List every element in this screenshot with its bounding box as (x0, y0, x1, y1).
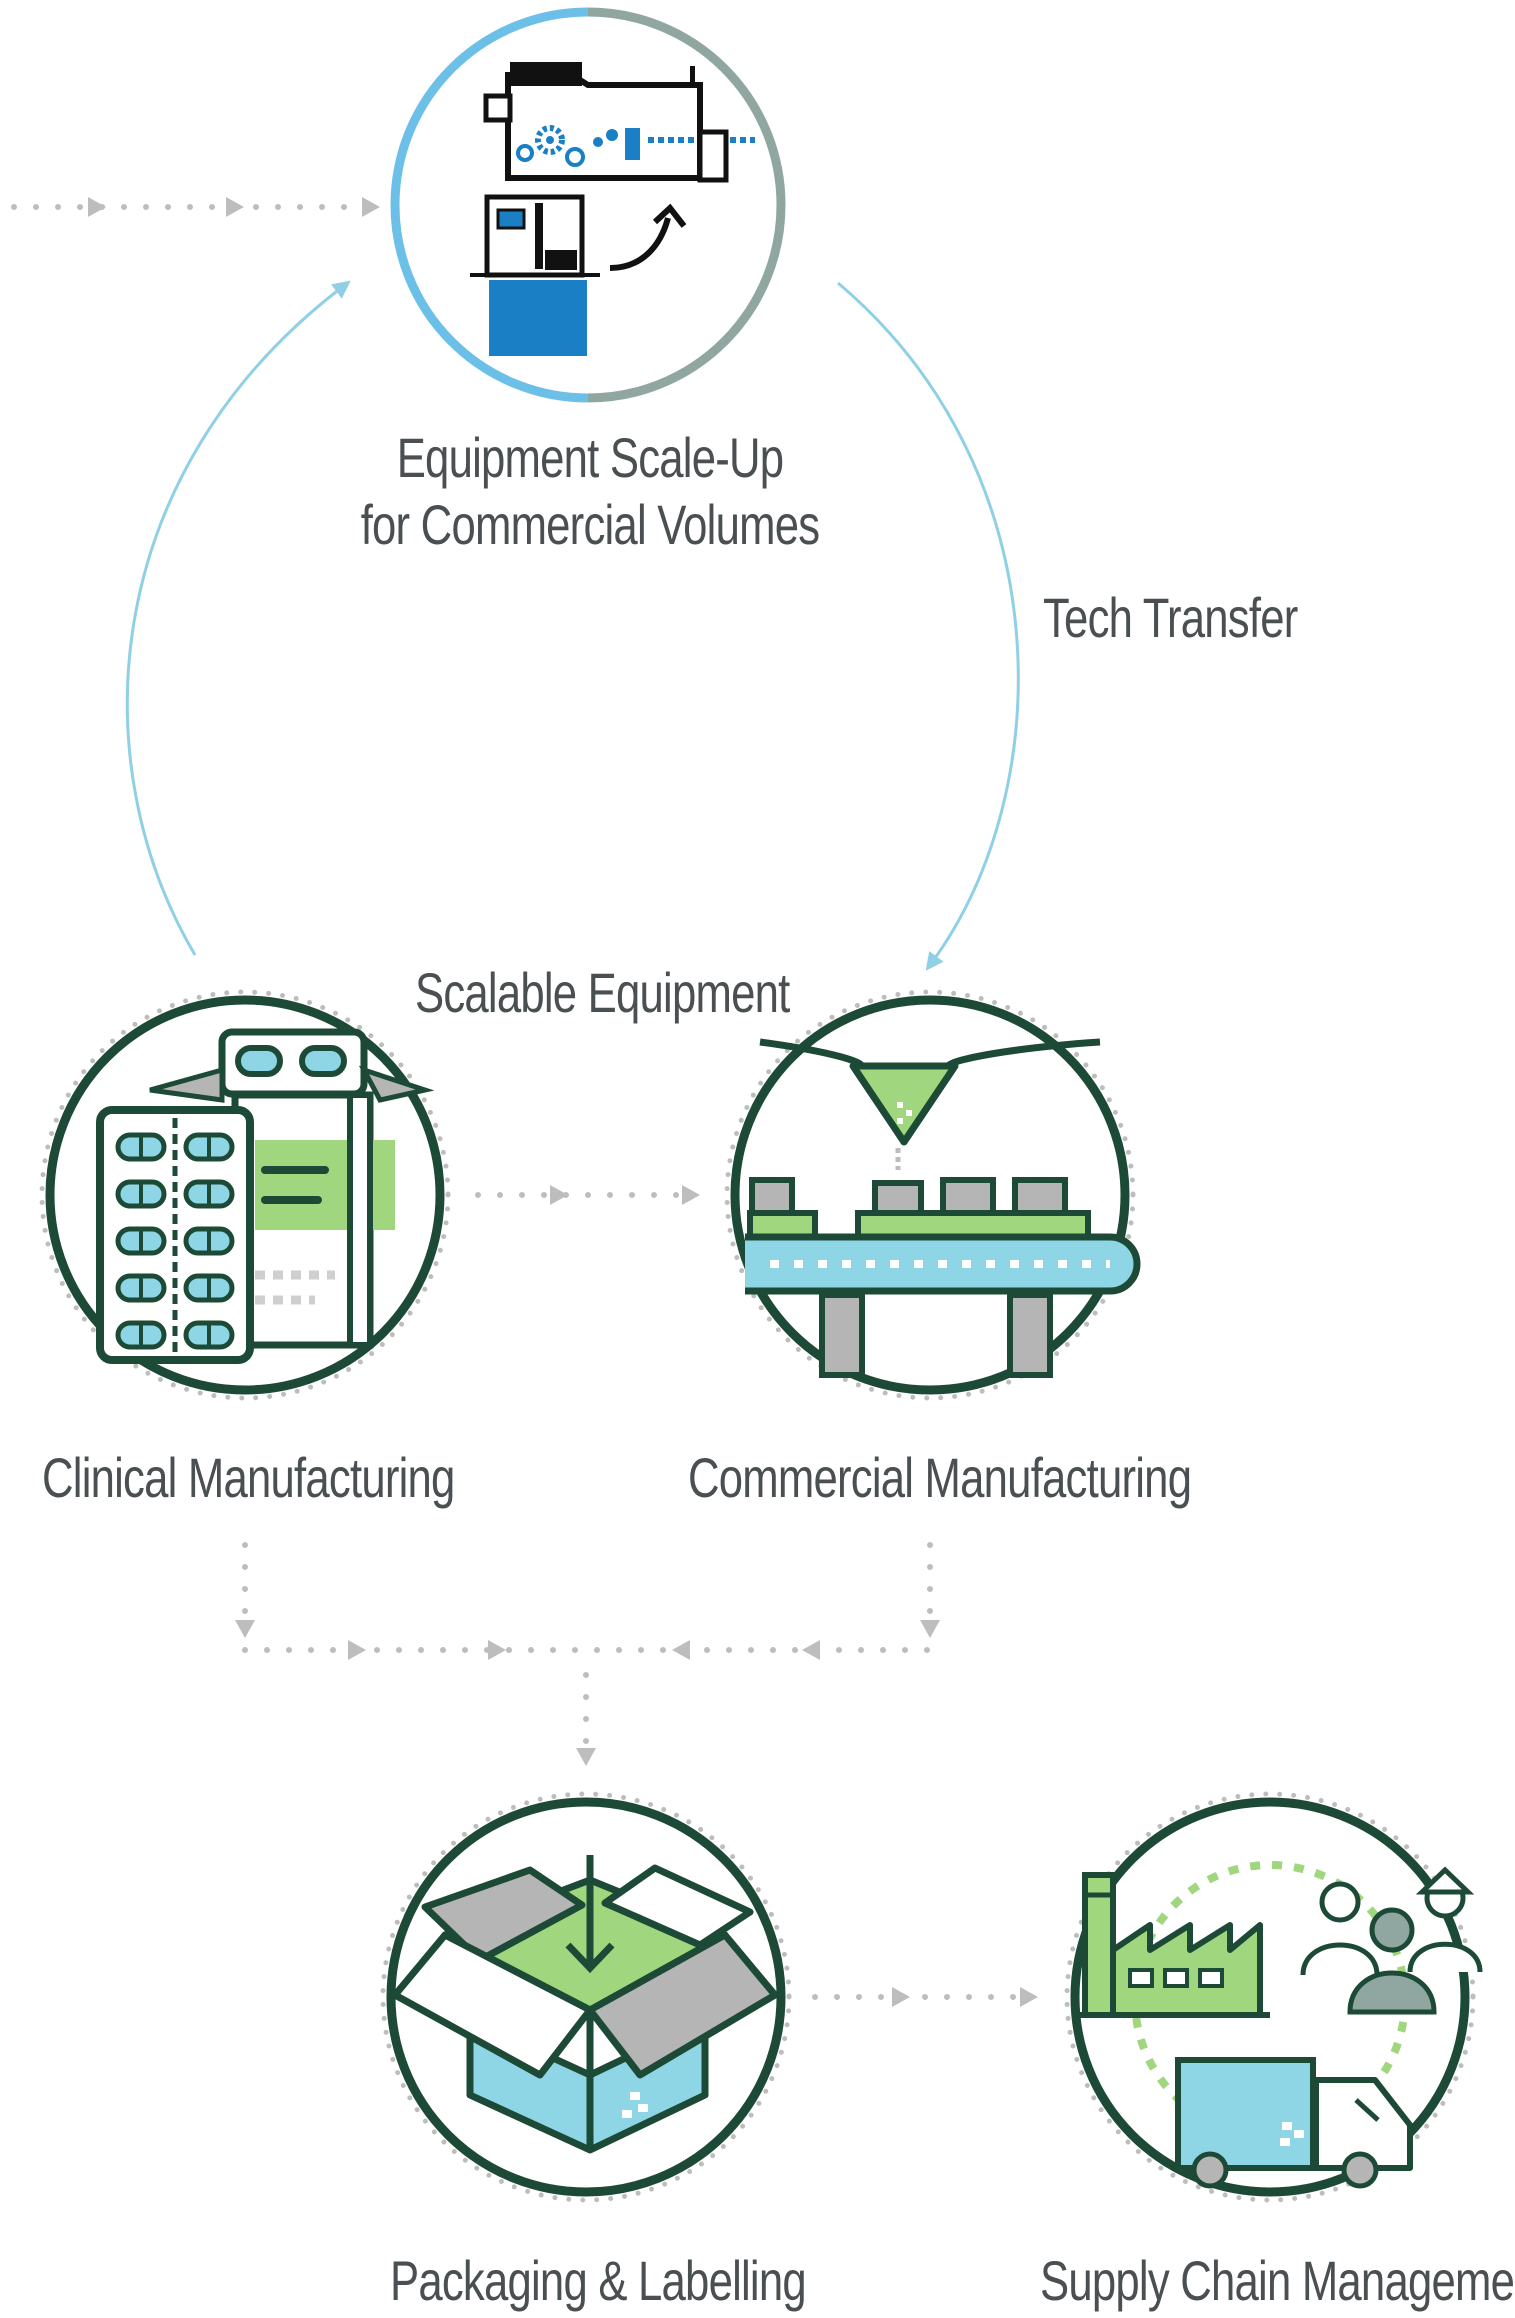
node-commercial (724, 989, 1141, 1401)
conveyor-icon (745, 1038, 1141, 1378)
node-equipment-scale-up (390, 7, 786, 403)
arc-arrow-to-scale-up (125, 280, 351, 956)
clinical-manufacturing-label: Clinical Manufacturing (42, 1446, 455, 1509)
node-supply-chain (1064, 1791, 1483, 2203)
merge-arrowheads (235, 1620, 940, 1766)
machine-icon (470, 62, 755, 356)
supply-chain-management-label: Supply Chain Management (1040, 2249, 1515, 2312)
blister-pack-icon (96, 1028, 435, 1364)
arc-arrow-tech-transfer (837, 281, 1020, 971)
merge-dotted-connector (242, 1542, 933, 1748)
equipment-scale-up-title-line1: Equipment Scale-Up (396, 426, 784, 489)
scalable-equipment-label: Scalable Equipment (415, 961, 790, 1024)
factory-truck-icon (1080, 1861, 1483, 2189)
commercial-manufacturing-label: Commercial Manufacturing (688, 1446, 1192, 1509)
node-clinical (39, 989, 451, 1401)
tech-transfer-label: Tech Transfer (1043, 586, 1298, 649)
incoming-dotted-arrow (11, 197, 380, 217)
packaging-to-supply-arrow (812, 1987, 1038, 2007)
node-packaging (380, 1791, 792, 2203)
packaging-labelling-label: Packaging & Labelling (390, 2249, 807, 2312)
box-icon (391, 1855, 779, 2154)
scalable-equipment-arrow (475, 1185, 700, 1205)
equipment-scale-up-title-line2: for Commercial Volumes (360, 493, 820, 556)
